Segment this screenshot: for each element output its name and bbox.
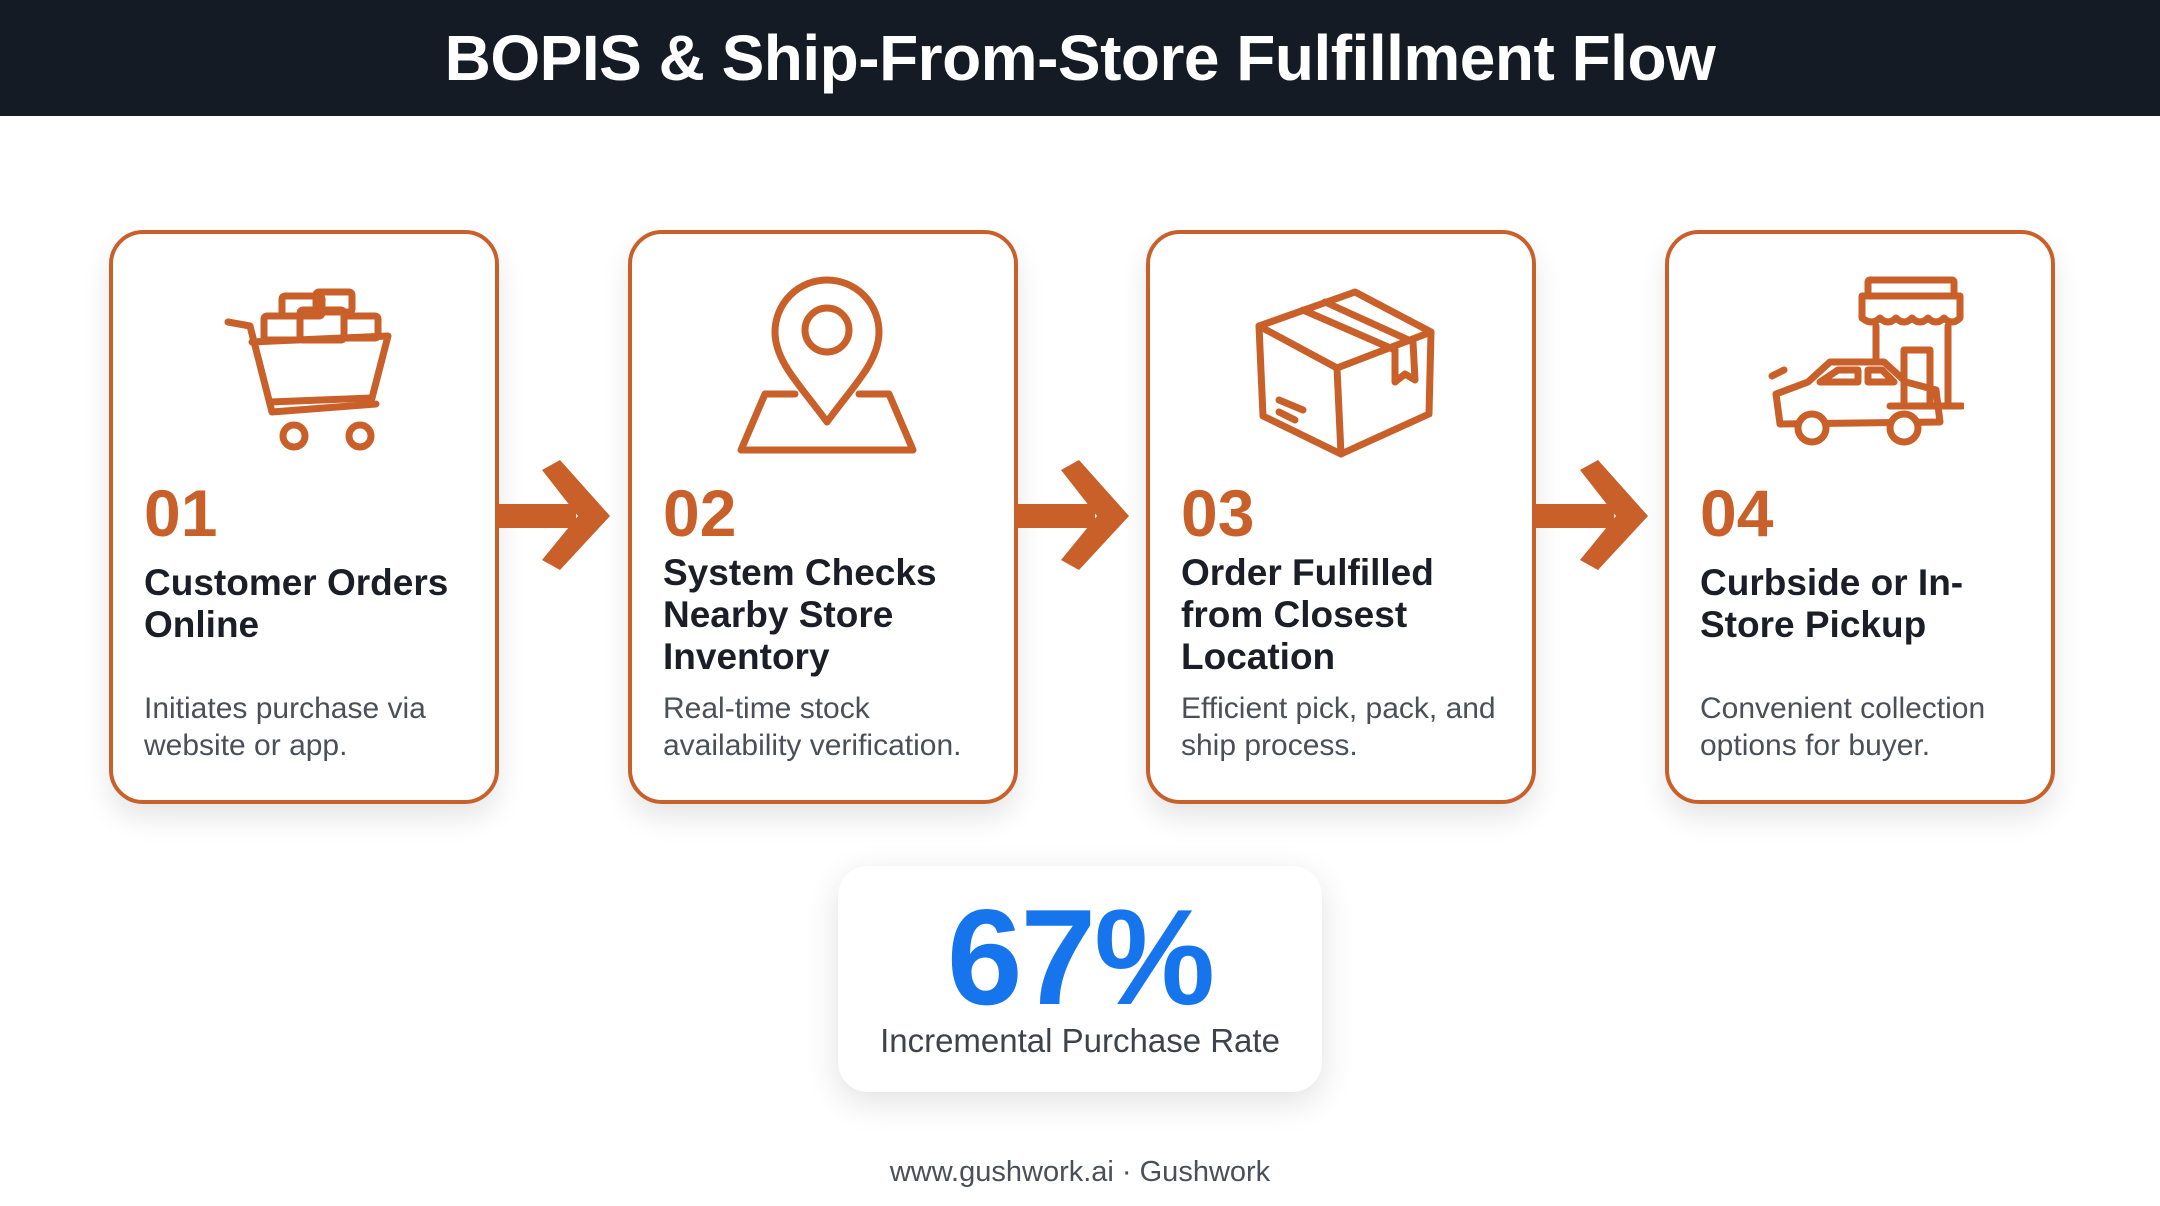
step-title: System Checks Nearby Store Inventory bbox=[663, 552, 937, 677]
step-number: 02 bbox=[663, 476, 737, 550]
arrow-right-icon bbox=[1534, 460, 1648, 570]
step-card-4: 04 Curbside or In-Store Pickup Convenien… bbox=[1665, 230, 2055, 804]
step-card-1: 01 Customer Orders Online Initiates purc… bbox=[109, 230, 499, 804]
step-card-3: 03 Order Fulfilled from Closest Location… bbox=[1146, 230, 1536, 804]
step-card-2: 02 System Checks Nearby Store Inventory … bbox=[628, 230, 1018, 804]
step-description: Convenient collection options for buyer. bbox=[1700, 692, 1986, 762]
step-description: Efficient pick, pack, and ship process. bbox=[1181, 692, 1496, 762]
step-description: Initiates purchase via website or app. bbox=[144, 692, 426, 762]
step-number: 04 bbox=[1700, 476, 1774, 550]
arrow-right-icon bbox=[1015, 460, 1129, 570]
map-pin-icon bbox=[722, 270, 932, 470]
arrow-right-icon bbox=[496, 460, 610, 570]
stat-label: Incremental Purchase Rate bbox=[880, 1022, 1280, 1059]
step-title: Order Fulfilled from Closest Location bbox=[1181, 552, 1434, 677]
step-title: Customer Orders Online bbox=[144, 562, 449, 645]
header-bar: BOPIS & Ship-From-Store Fulfillment Flow bbox=[0, 0, 2160, 116]
footer-credit: www.gushwork.ai · Gushwork bbox=[889, 1156, 1271, 1188]
car-storefront-icon bbox=[1759, 270, 1969, 470]
package-box-icon bbox=[1240, 270, 1450, 470]
step-title: Curbside or In-Store Pickup bbox=[1700, 562, 1964, 645]
step-description: Real-time stock availability verificatio… bbox=[663, 692, 962, 762]
stat-value: 67% bbox=[946, 881, 1215, 1033]
shopping-cart-icon bbox=[203, 270, 413, 470]
page-title: BOPIS & Ship-From-Store Fulfillment Flow bbox=[444, 22, 1716, 94]
step-number: 03 bbox=[1181, 476, 1255, 550]
step-number: 01 bbox=[144, 476, 218, 550]
stat-card: 67% Incremental Purchase Rate bbox=[838, 866, 1322, 1092]
